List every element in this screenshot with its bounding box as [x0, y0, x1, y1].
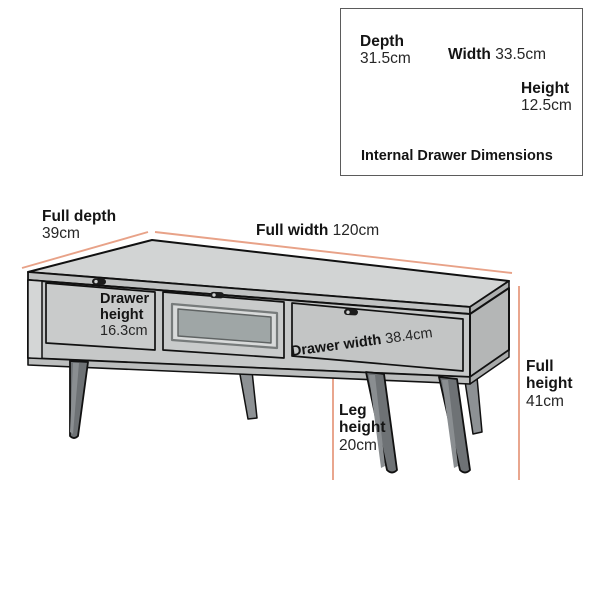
leg-height-label-line1: Leg: [339, 402, 367, 419]
drawer-height-label-line2: height: [100, 307, 144, 324]
inset-width-label: Width 33.5cm: [448, 46, 546, 63]
full-depth-value: 39cm: [42, 225, 80, 243]
full-width-dimension-line: [154, 231, 513, 274]
full-height-label-line1: Full: [526, 358, 554, 375]
drawer-handle-centre-icon: [209, 291, 224, 299]
inset-height-value: 12.5cm: [521, 97, 572, 115]
inset-panel-caption: Internal Drawer Dimensions: [361, 148, 553, 164]
carcass-bottom-rail-right: [469, 349, 510, 385]
full-width-value: 120cm: [332, 222, 380, 239]
inset-depth-value: 31.5cm: [360, 50, 411, 68]
leg-group-front: [69, 360, 471, 474]
leg-front-mid-highlight: [369, 375, 385, 468]
leg-front-right-highlight: [442, 380, 458, 468]
full-width-label: Full width 120cm: [256, 222, 379, 239]
drawer-height-label-line1: Drawer: [100, 291, 150, 307]
full-height-label-line2: height: [526, 375, 573, 393]
inset-depth-label-text: Depth: [360, 33, 404, 50]
full-width-label-text: Full width: [256, 222, 329, 239]
carcass-left-post: [27, 279, 43, 360]
internal-drawer-dimensions-panel: [340, 8, 583, 176]
inset-width-label-text: Width: [448, 46, 491, 63]
inset-width-value: 33.5cm: [495, 46, 547, 63]
full-depth-label-text: Full depth: [42, 208, 117, 225]
drawer-height-value: 16.3cm: [100, 323, 148, 340]
leg-height-value: 20cm: [339, 436, 377, 454]
tv-unit-body: [27, 239, 510, 385]
leg-front-left-highlight: [70, 363, 79, 434]
drawer-front-right: [291, 302, 464, 372]
leg-height-label-line2: height: [339, 419, 386, 437]
glass-panel: [177, 308, 272, 344]
drawer-handle-right-icon: [344, 308, 358, 316]
drawer-handle-left-icon: [92, 278, 107, 285]
full-height-value: 41cm: [526, 392, 564, 410]
drawer-front-left: [45, 282, 156, 351]
inset-height-label-text: Height: [521, 80, 570, 97]
full-depth-dimension-line: [21, 231, 149, 269]
